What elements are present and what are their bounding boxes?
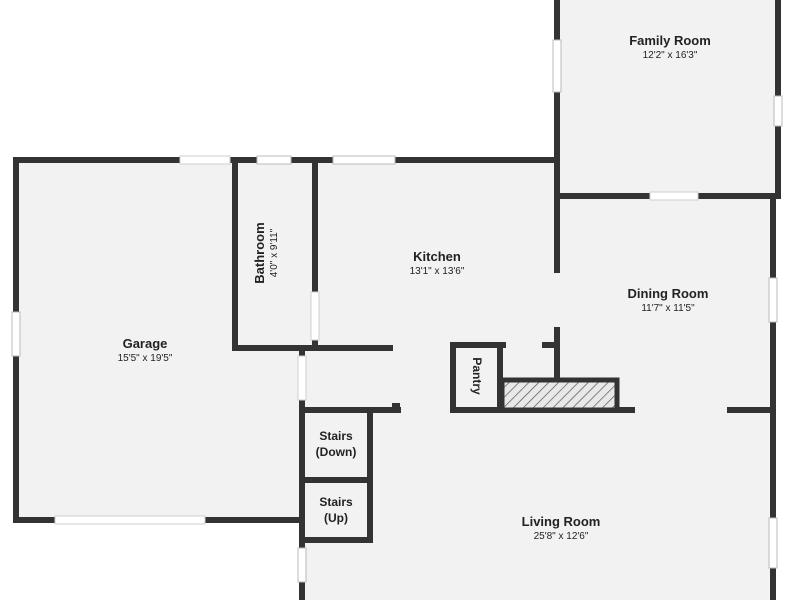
kitchen-counter: [499, 377, 620, 413]
room-dimensions: 25'8" x 12'6": [533, 531, 589, 542]
room-name: Bathroom: [252, 222, 267, 284]
windows: [11, 39, 783, 583]
kitchen-label: Kitchen 13'1" x 13'6": [367, 249, 507, 279]
stairs-up-label: Stairs (Up): [303, 494, 369, 526]
family-room-label: Family Room 12'2" x 16'3": [600, 33, 740, 63]
stairs-label-line: Stairs: [319, 495, 353, 509]
window: [649, 191, 699, 201]
window: [11, 311, 21, 357]
window: [256, 155, 292, 165]
room-name: Dining Room: [627, 286, 709, 301]
door-opening: [297, 355, 307, 401]
living-room-label: Living Room 25'8" x 12'6": [491, 514, 631, 544]
window: [552, 39, 562, 93]
bathroom-label: Bathroom 4'0" x 9'11": [252, 198, 282, 308]
room-dimensions: 11'7" x 11'5": [641, 303, 695, 314]
room-dimensions: 15'5" x 19'5": [117, 353, 173, 364]
family-room-floor: [557, 0, 778, 196]
room-name: Living Room: [521, 514, 601, 529]
stairs-label-line: (Down): [315, 445, 357, 459]
room-dimensions: 12'2" x 16'3": [642, 50, 698, 61]
room-dimensions: 4'0" x 9'11": [269, 228, 280, 278]
window: [179, 155, 231, 165]
bathroom-floor: [237, 162, 315, 348]
room-name: Family Room: [629, 33, 711, 48]
wall-stub: [392, 403, 400, 413]
stairs-label-line: Stairs: [319, 429, 353, 443]
room-name: Garage: [122, 336, 168, 351]
window: [768, 277, 778, 323]
window: [332, 155, 396, 165]
door-opening: [310, 291, 320, 341]
window: [768, 517, 778, 569]
window: [54, 515, 206, 525]
floor-areas: [18, 0, 778, 600]
kitchen-floor: [316, 160, 558, 350]
window: [773, 95, 783, 127]
stairs-down-label: Stairs (Down): [303, 428, 369, 460]
window: [297, 547, 307, 583]
dining-room-label: Dining Room 11'7" x 11'5": [598, 286, 738, 316]
room-name: Kitchen: [413, 249, 461, 264]
pantry-label: Pantry: [470, 357, 484, 395]
room-dimensions: 13'1" x 13'6": [409, 266, 465, 277]
stairs-label-line: (Up): [324, 511, 348, 525]
garage-label: Garage 15'5" x 19'5": [75, 336, 215, 366]
